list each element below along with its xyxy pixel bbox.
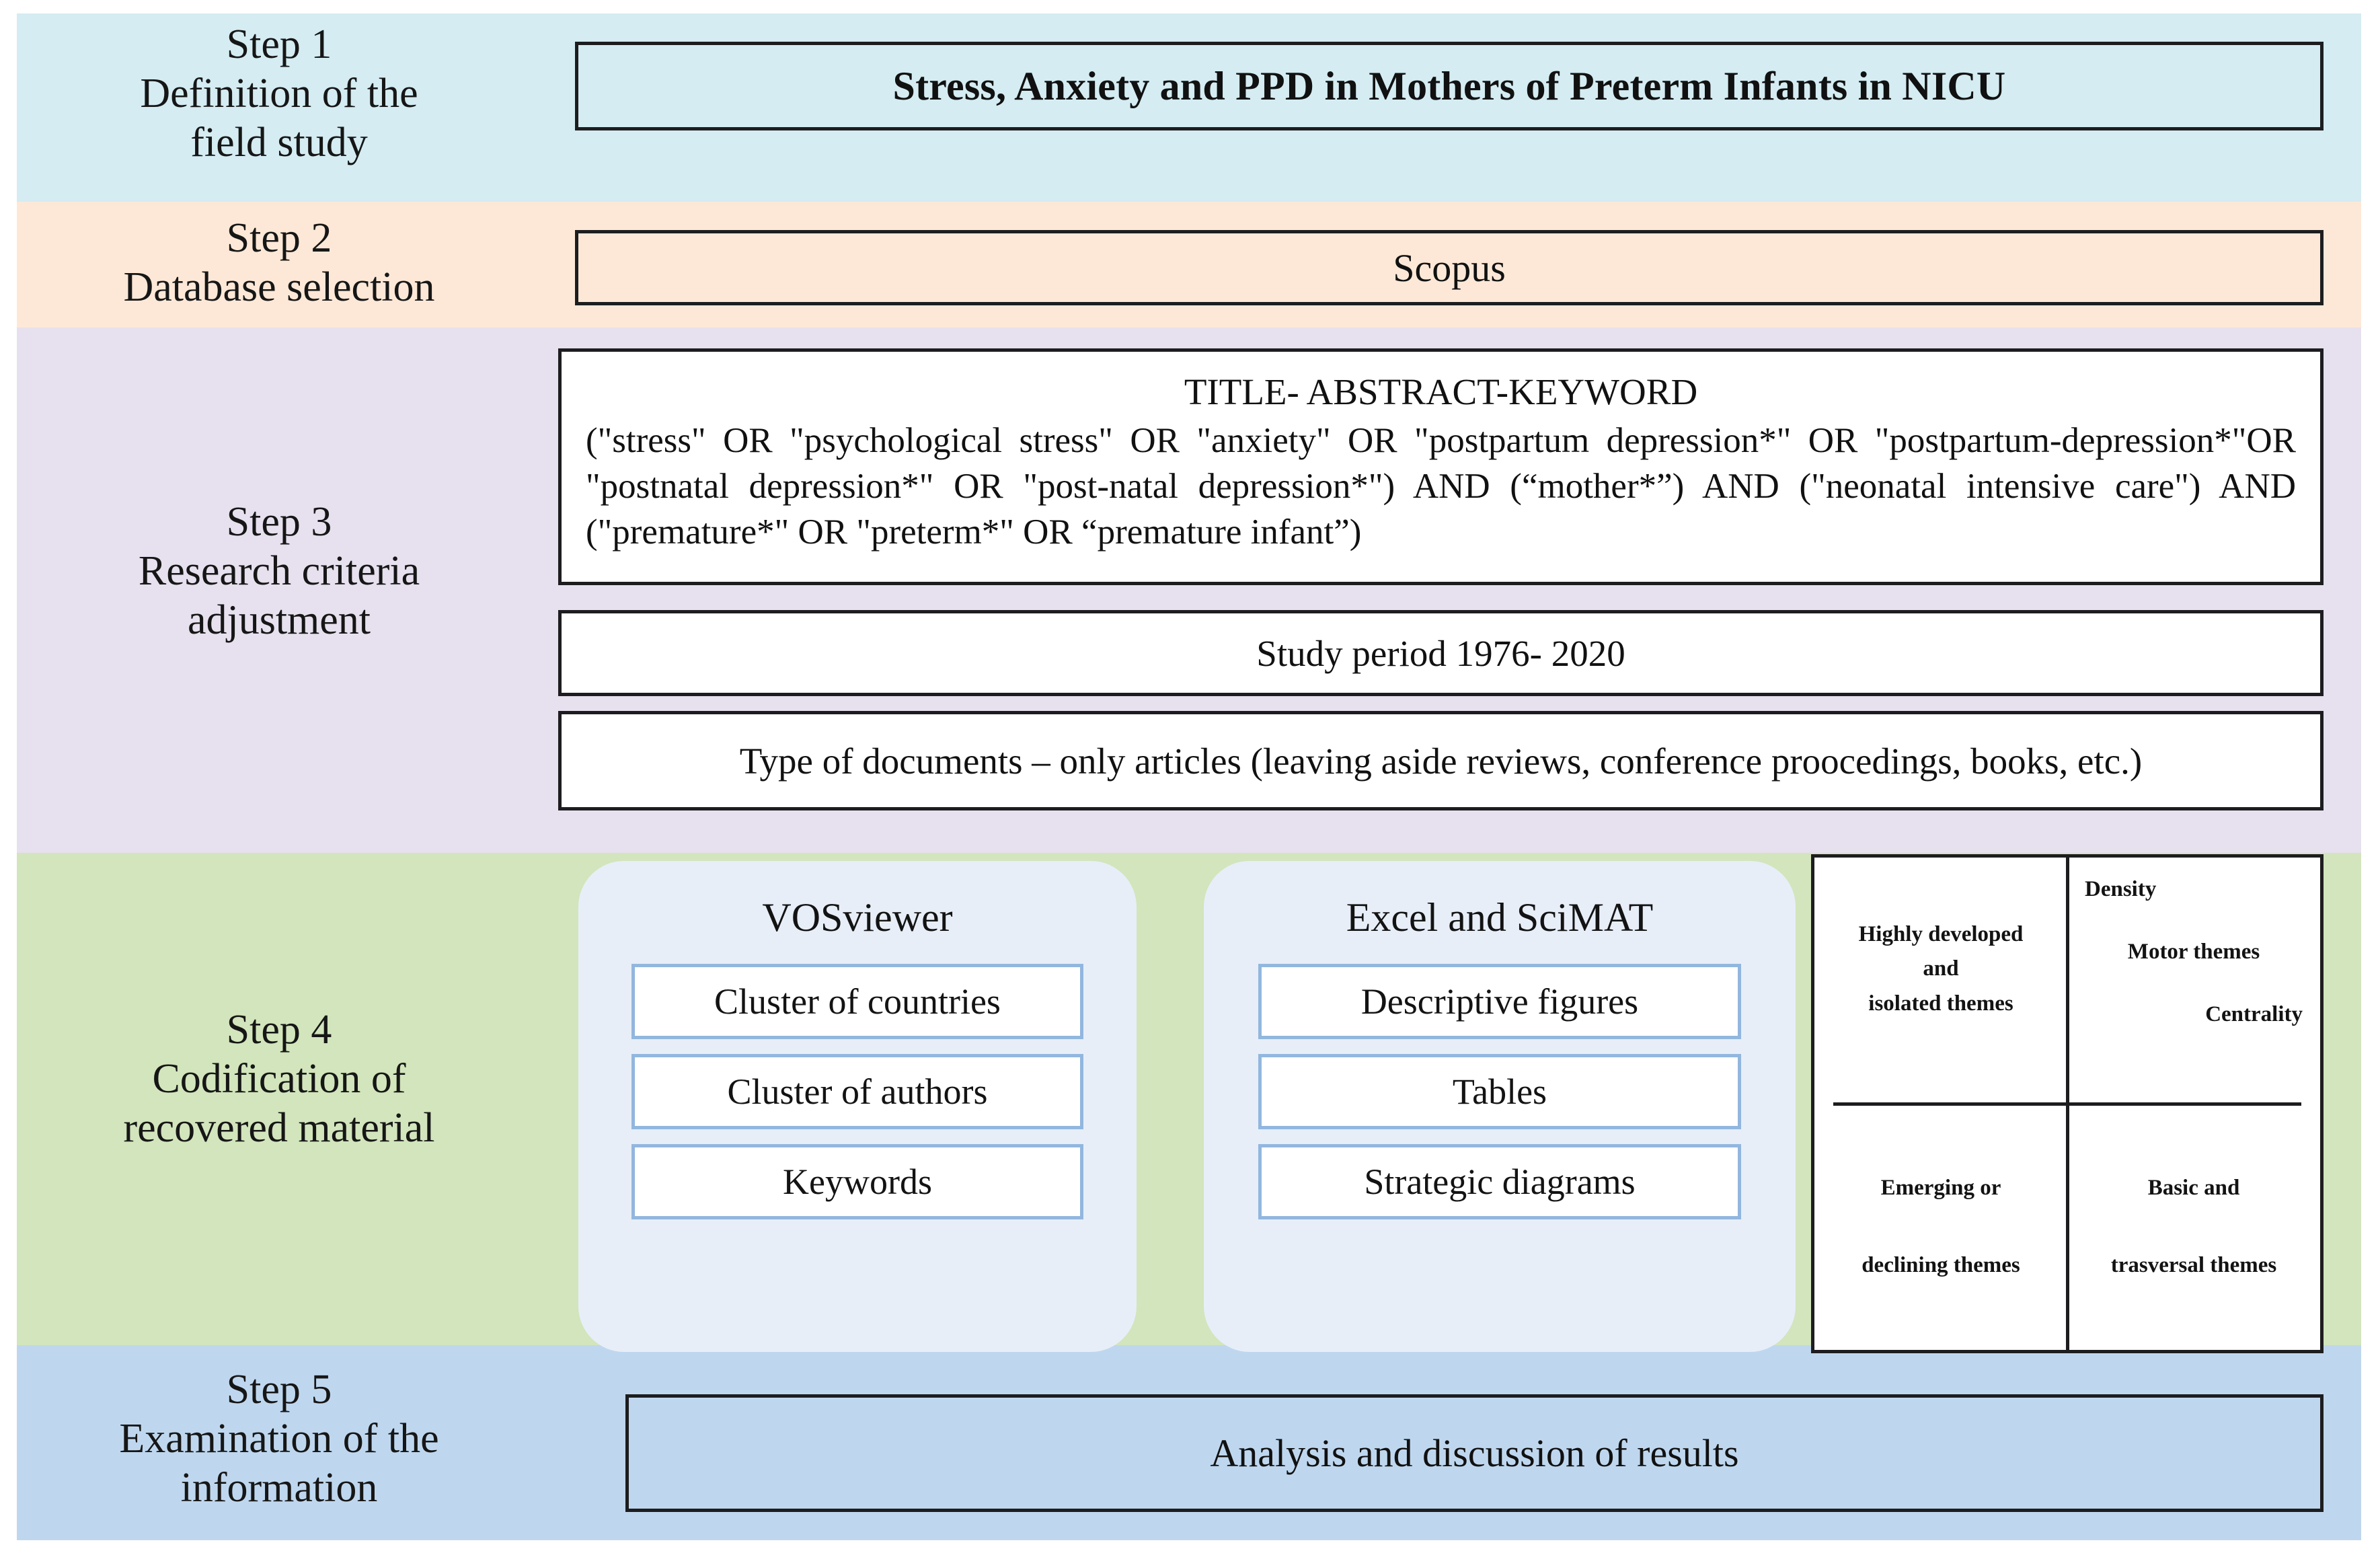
step-label-1: Step 1 Definition of the field study bbox=[140, 22, 418, 166]
database-name-text: Scopus bbox=[1393, 245, 1506, 290]
quadrant-bottom-left-label-line2: declining themes bbox=[1861, 1253, 2020, 1277]
quadrant-cell-top-left: Highly developed and isolated themes bbox=[1814, 858, 2067, 1104]
step-label-3: Step 3 Research criteria adjustment bbox=[138, 499, 420, 644]
document-type-box: Type of documents – only articles (leavi… bbox=[558, 711, 2324, 810]
tool-item-cluster-of-authors: Cluster of authors bbox=[631, 1054, 1083, 1129]
step-label-5: Step 5 Examination of the information bbox=[119, 1367, 439, 1511]
tool-item-keywords: Keywords bbox=[631, 1144, 1083, 1219]
study-period-box: Study period 1976- 2020 bbox=[558, 610, 2324, 696]
quadrant-cell-bottom-left: Emerging or declining themes bbox=[1814, 1104, 2067, 1350]
step-label-2: Step 2 Database selection bbox=[123, 215, 435, 311]
results-text: Analysis and discussion of results bbox=[1210, 1431, 1739, 1475]
quadrant-bottom-right-label-line1: Basic and bbox=[2147, 1175, 2240, 1200]
tool-card-excel-scimat-title: Excel and SciMAT bbox=[1346, 895, 1654, 940]
study-period-text: Study period 1976- 2020 bbox=[1256, 632, 1625, 674]
tool-item-cluster-of-countries: Cluster of countries bbox=[631, 964, 1083, 1039]
field-study-title-text: Stress, Anxiety and PPD in Mothers of Pr… bbox=[892, 63, 2006, 108]
quadrant-cell-top-right: Density Motor themes Centrality bbox=[2067, 858, 2320, 1104]
tool-card-excel-scimat: Excel and SciMAT Descriptive figures Tab… bbox=[1204, 861, 1796, 1352]
search-query-box: TITLE- ABSTRACT-KEYWORD ("stress" OR "ps… bbox=[558, 348, 2324, 585]
step-label-4: Step 4 Codification of recovered materia… bbox=[123, 1007, 435, 1151]
query-string-text: ("stress" OR "psychological stress" OR "… bbox=[586, 421, 2296, 552]
quadrant-bottom-left-label-line1: Emerging or bbox=[1880, 1175, 2001, 1200]
tool-item-strategic-diagrams: Strategic diagrams bbox=[1258, 1144, 1741, 1219]
results-box: Analysis and discussion of results bbox=[625, 1394, 2324, 1512]
quadrant-cell-bottom-right: Basic and trasversal themes bbox=[2067, 1104, 2320, 1350]
field-study-title-box: Stress, Anxiety and PPD in Mothers of Pr… bbox=[575, 42, 2324, 130]
database-box: Scopus bbox=[575, 230, 2324, 305]
quadrant-top-right-label: Motor themes bbox=[2127, 940, 2260, 964]
tool-item-descriptive-figures: Descriptive figures bbox=[1258, 964, 1741, 1039]
quadrant-axis-label-density: Density bbox=[2085, 877, 2157, 901]
query-scope-title: TITLE- ABSTRACT-KEYWORD bbox=[1184, 371, 1698, 412]
document-type-text: Type of documents – only articles (leavi… bbox=[739, 740, 2143, 782]
tool-card-vosviewer-title: VOSviewer bbox=[762, 895, 953, 940]
quadrant-horizontal-axis bbox=[1833, 1102, 2301, 1106]
quadrant-bottom-right-label-line2: trasversal themes bbox=[2110, 1253, 2277, 1277]
tool-item-tables: Tables bbox=[1258, 1054, 1741, 1129]
quadrant-axis-label-centrality: Centrality bbox=[2205, 1002, 2303, 1027]
strategic-diagram-quadrant: Highly developed and isolated themes Den… bbox=[1811, 854, 2324, 1353]
quadrant-top-left-label: Highly developed and isolated themes bbox=[1858, 922, 2024, 1016]
tool-card-vosviewer: VOSviewer Cluster of countries Cluster o… bbox=[578, 861, 1137, 1352]
